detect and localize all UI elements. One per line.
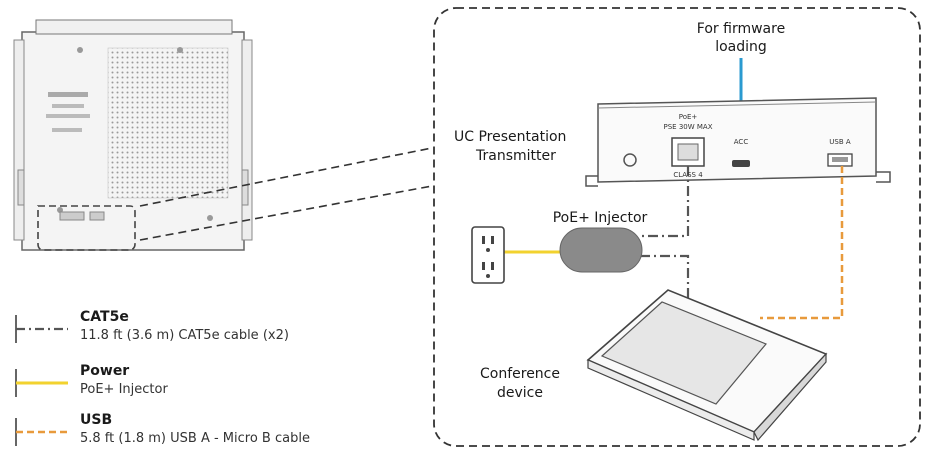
legend-item-usb: USB 5.8 ft (1.8 m) USB A - Micro B cable	[12, 412, 412, 454]
firmware-label-line-2: loading	[715, 39, 767, 55]
poe-port-label-1: PoE+	[679, 113, 698, 121]
callout-lines	[139, 147, 433, 241]
injector-label: PoE+ Injector	[553, 210, 648, 226]
poe-port-label-2: PSE 30W MAX	[664, 123, 713, 131]
legend-desc-usb: 5.8 ft (1.8 m) USB A - Micro B cable	[80, 431, 310, 446]
detail-enclosure	[433, 7, 921, 447]
legend-title-usb: USB	[80, 412, 113, 428]
legend-title-cat5e: CAT5e	[80, 309, 129, 325]
transmitter-top-view	[13, 19, 253, 251]
transmitter-side-view	[585, 97, 891, 187]
usb-port-label: USB A	[829, 138, 851, 146]
class-label: CLASS 4	[673, 171, 703, 179]
transmitter-label-line-2: Transmitter	[475, 148, 556, 164]
transmitter-label-line-1: UC Presentation	[454, 129, 566, 145]
power-line-icon	[15, 369, 68, 397]
legend-title-power: Power	[80, 363, 130, 379]
legend-item-cat5e: CAT5e 11.8 ft (3.6 m) CAT5e cable (x2)	[12, 309, 412, 351]
poe-injector	[559, 227, 643, 273]
legend-desc-power: PoE+ Injector	[80, 382, 168, 397]
firmware-label-line-1: For firmware	[697, 21, 785, 37]
acc-port-label: ACC	[734, 138, 749, 146]
cat5e-line-icon	[15, 315, 68, 343]
legend-desc-cat5e: 11.8 ft (3.6 m) CAT5e cable (x2)	[80, 328, 289, 343]
wall-outlet	[471, 226, 505, 284]
legend-item-power: Power PoE+ Injector	[12, 363, 412, 405]
usb-line-icon	[15, 418, 68, 446]
conference-label-line-1: Conference	[480, 366, 560, 382]
conference-label-line-2: device	[497, 385, 543, 401]
conference-device	[586, 289, 828, 442]
